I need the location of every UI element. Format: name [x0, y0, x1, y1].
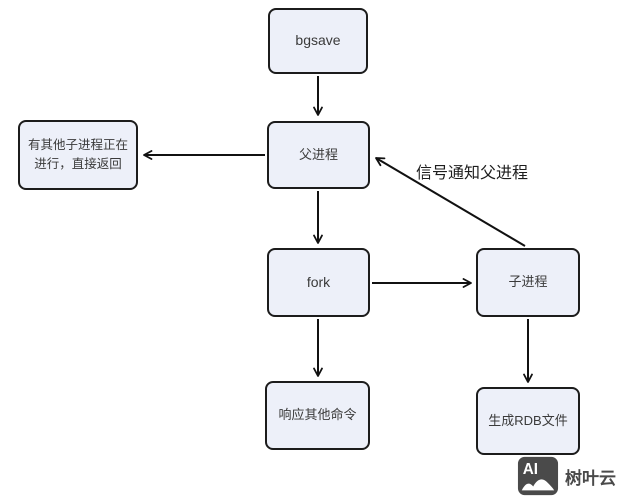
node-generate-rdb-file: 生成RDB文件	[476, 387, 580, 455]
arrow-child-to-parent-signal	[375, 157, 526, 247]
watermark-brand-text: 树叶云	[565, 468, 616, 488]
node-rdb-label: 生成RDB文件	[488, 412, 568, 428]
node-busy-line1: 有其他子进程正在	[27, 137, 128, 152]
node-child-label: 子进程	[508, 274, 548, 290]
signal-edge-label: 信号通知父进程	[416, 165, 529, 182]
node-respond-label: 响应其他命令	[278, 407, 357, 423]
node-child-process: 子进程	[476, 248, 580, 317]
node-other-child-running: 有其他子进程正在 进行，直接返回	[18, 120, 138, 190]
node-parent-label: 父进程	[298, 146, 338, 162]
node-fork: fork	[267, 248, 370, 317]
ai-image-logo-icon: AI	[517, 456, 559, 496]
node-fork-label: fork	[306, 273, 331, 290]
watermark-logo-text: AI	[523, 461, 538, 478]
node-busy-line2: 进行，直接返回	[34, 157, 122, 171]
node-parent-process: 父进程	[267, 121, 370, 189]
node-bgsave: bgsave	[268, 8, 368, 74]
node-bgsave-label: bgsave	[295, 32, 341, 49]
node-respond-other-commands: 响应其他命令	[265, 381, 370, 450]
watermark: AI 树叶云	[517, 455, 616, 497]
